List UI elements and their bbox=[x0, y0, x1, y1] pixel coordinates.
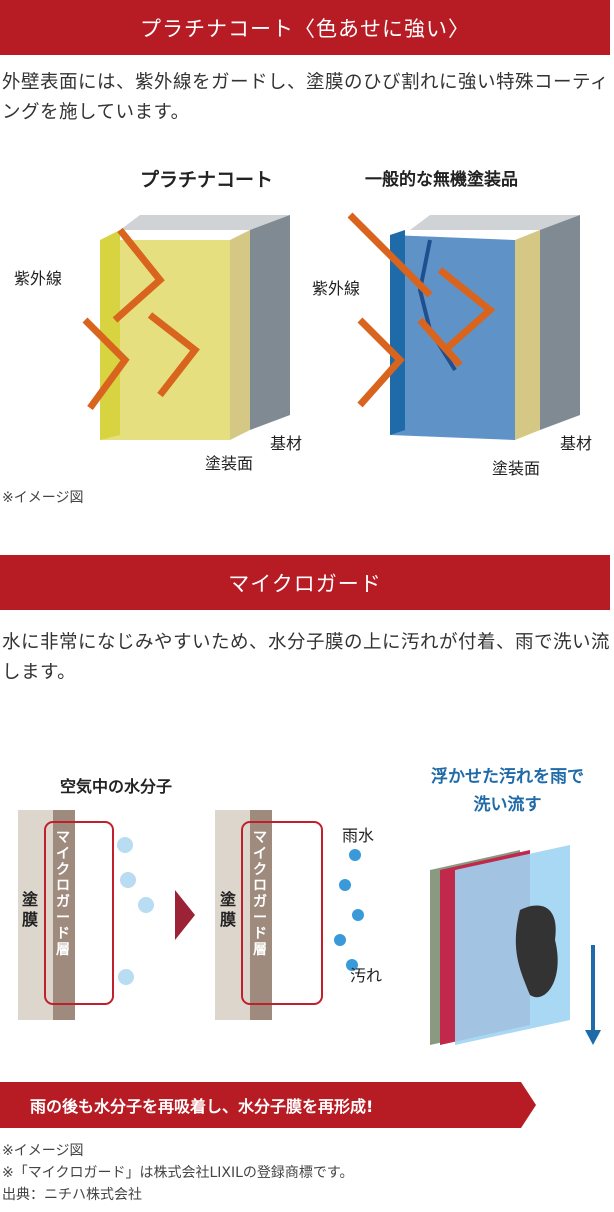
water-molecules-label: 空気中の水分子 bbox=[60, 777, 173, 796]
uv-label-right: 紫外線 bbox=[312, 279, 361, 298]
coating-label-left: 塗装面 bbox=[205, 454, 254, 473]
film-label-1: 塗膜 bbox=[22, 890, 39, 929]
footnote: 出典：ニチハ株式会社 bbox=[2, 1187, 142, 1203]
left-diagram-title: プラチナコート bbox=[140, 169, 274, 191]
footnote: ※イメージ図 bbox=[2, 1143, 84, 1159]
coating-label-right: 塗装面 bbox=[492, 459, 541, 478]
layer-label-1: マイクロガード層 bbox=[56, 830, 70, 958]
platinum-description: 外壁表面には、紫外線をガードし、塗膜のひび割れに強い特殊コーティングを施していま… bbox=[2, 72, 609, 123]
footnote: ※「マイクロガード」は株式会社LIXILの登録商標です。 bbox=[2, 1165, 354, 1181]
base-label-left: 基材 bbox=[270, 434, 303, 453]
right-diagram-title: 一般的な無機塗装品 bbox=[365, 170, 518, 190]
footnotes: ※イメージ図 ※「マイクロガード」は株式会社LIXILの登録商標です。 出典：ニ… bbox=[2, 1140, 354, 1206]
film-label-2: 塗膜 bbox=[220, 890, 237, 929]
image-note: ※イメージ図 bbox=[2, 490, 84, 506]
microguard-illustration bbox=[18, 810, 601, 1045]
reform-banner: 雨の後も水分子を再吸着し、水分子膜を再形成! bbox=[0, 1082, 536, 1128]
section-header-microguard: マイクロガード bbox=[0, 555, 610, 610]
wash-caption: 浮かせた汚れを雨で洗い流す bbox=[431, 767, 584, 815]
rain-label: 雨水 bbox=[342, 826, 375, 845]
layer-label-2: マイクロガード層 bbox=[253, 830, 267, 958]
section-header-platinum-coat: プラチナコート〈色あせに強い〉 bbox=[0, 0, 610, 55]
uv-comparison-illustration bbox=[82, 212, 580, 440]
base-label-right: 基材 bbox=[560, 434, 593, 453]
microguard-description: 水に非常になじみやすいため、水分子膜の上に汚れが付着、雨で洗い流します。 bbox=[2, 632, 611, 683]
dirt-label: 汚れ bbox=[350, 966, 383, 985]
uv-label-left: 紫外線 bbox=[14, 269, 63, 288]
